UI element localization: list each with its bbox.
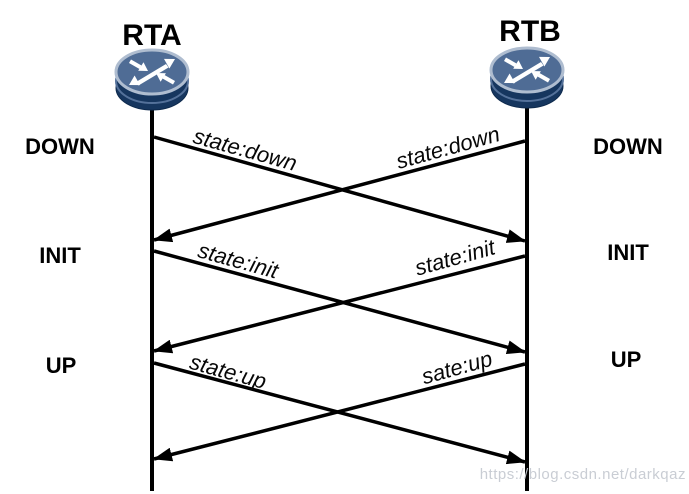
state-label-right-up: UP (610, 347, 642, 372)
actor-title-rtb: RTB (499, 15, 561, 48)
router-icon (114, 48, 190, 112)
state-label-right-down: DOWN (593, 134, 663, 159)
message-arrow-state-init-rta-to-rtb (153, 249, 526, 355)
watermark-url: https://blog.csdn.net/darkqaz (479, 466, 686, 483)
router-icon (489, 46, 565, 110)
actor-title-rta: RTA (122, 19, 182, 52)
message-arrow-sate-up-rtb-to-rta (153, 362, 526, 462)
message-arrow-state-down-rtb-to-rta (153, 139, 526, 243)
state-label-left-init: INIT (39, 243, 81, 268)
state-label-right-init: INIT (607, 240, 649, 265)
state-label-left-up: UP (45, 353, 77, 378)
message-arrow-state-init-rtb-to-rta (153, 254, 526, 354)
state-label-left-down: DOWN (25, 134, 95, 159)
